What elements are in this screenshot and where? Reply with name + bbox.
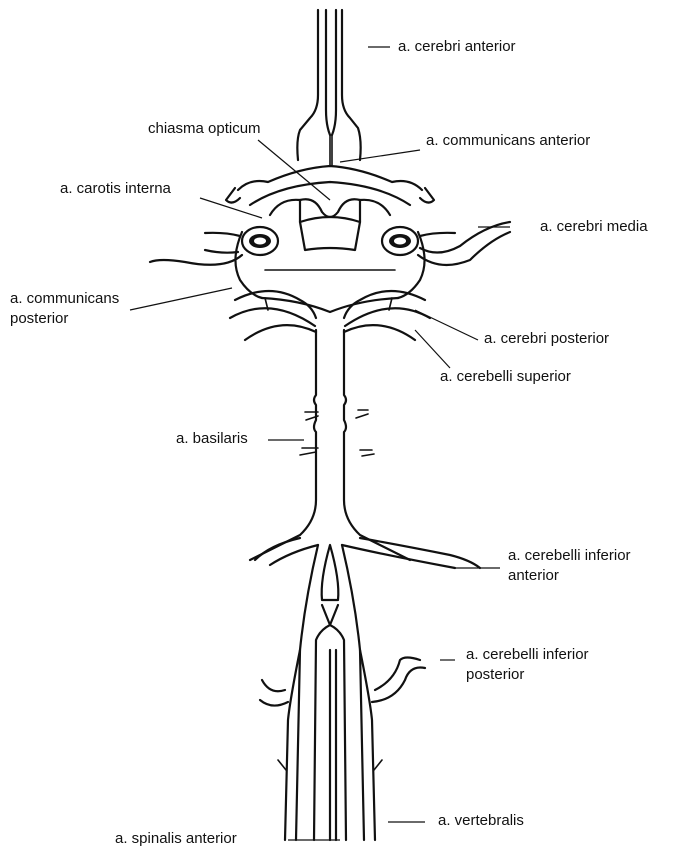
- label-chiasma-opticum: chiasma opticum: [148, 120, 261, 138]
- label-vertebralis: a. vertebralis: [438, 812, 524, 830]
- posterior-inferior-cerebellar-arteries: [260, 658, 425, 771]
- label-cerebelli-inferior-posterior-line1: a. cerebelli inferior: [466, 646, 589, 664]
- label-communicans-posterior-line2: posterior: [10, 310, 68, 328]
- circle-of-willis: [226, 166, 434, 312]
- label-cerebri-anterior: a. cerebri anterior: [398, 38, 516, 56]
- label-cerebelli-inferior-posterior-line2: posterior: [466, 666, 524, 684]
- label-basilaris: a. basilaris: [176, 430, 248, 448]
- label-spinalis-anterior: a. spinalis anterior: [115, 830, 237, 848]
- basilar-artery: [250, 330, 480, 568]
- label-cerebelli-inferior-anterior-line2: anterior: [508, 567, 559, 585]
- vertebral-arteries: [285, 545, 375, 840]
- anterior-cerebral-arteries: [297, 10, 360, 165]
- label-cerebri-posterior: a. cerebri posterior: [484, 330, 609, 348]
- label-communicans-anterior: a. communicans anterior: [426, 132, 590, 150]
- label-cerebri-media: a. cerebri media: [540, 218, 648, 236]
- middle-cerebral-arteries: [150, 222, 510, 265]
- label-cerebelli-superior: a. cerebelli superior: [440, 368, 571, 386]
- label-carotis-interna: a. carotis interna: [60, 180, 171, 198]
- label-cerebelli-inferior-anterior-line1: a. cerebelli inferior: [508, 547, 631, 565]
- label-communicans-posterior-line1: a. communicans: [10, 290, 119, 308]
